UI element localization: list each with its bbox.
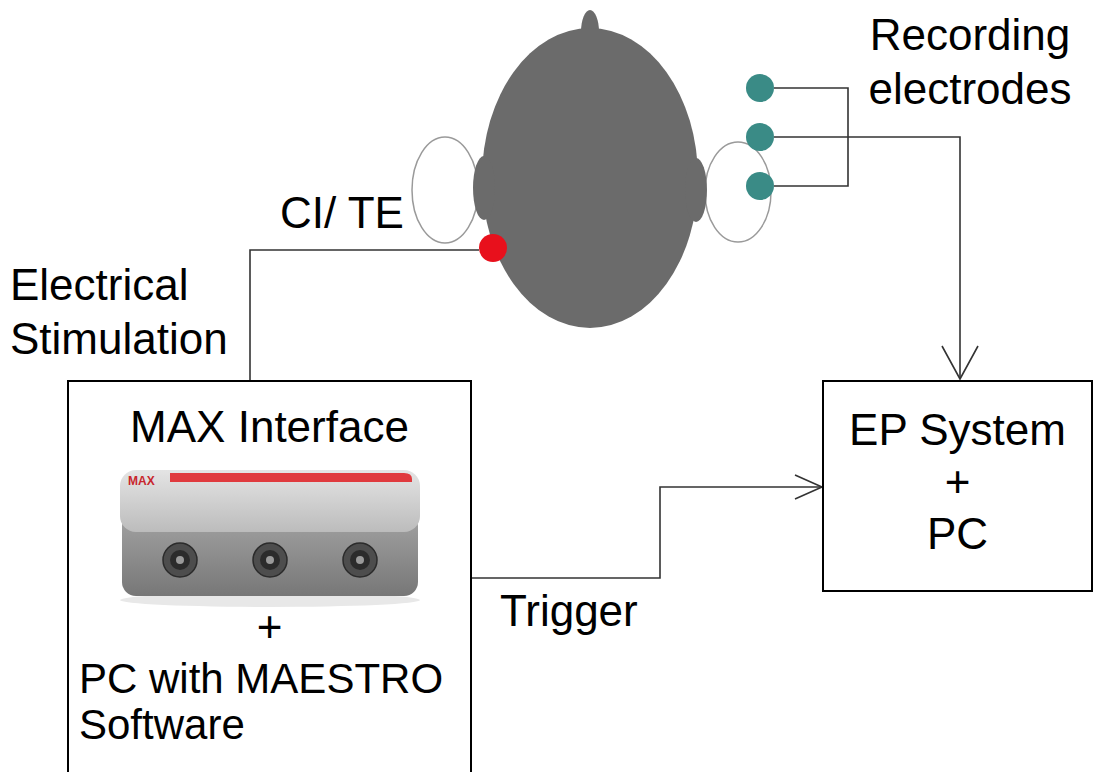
stimulation-label: Electrical Stimulation [10,258,245,366]
plus-sign: + [824,456,1091,508]
ear-root [685,158,707,222]
signal-connector [472,487,822,578]
electrode-label: Recording electrodes [848,8,1092,116]
box-heading: EP System [824,404,1091,456]
device-stripe [170,473,412,482]
stimulation-wire [250,250,479,380]
recording-electrode [746,74,774,102]
recording-electrode [746,123,774,151]
device-top [120,470,420,532]
system-box: EP System+PC [822,380,1093,592]
device-connector [343,543,377,577]
device-connector [253,543,287,577]
implant-label-box: CI/ TE [280,188,420,238]
wires [250,88,978,380]
electrode-wire [774,137,960,379]
connector-label: Trigger [500,586,638,636]
ear-root [473,156,495,220]
stimulation-label-box: Electrical Stimulation [10,258,245,366]
device-logo: MAX [128,474,168,488]
interface-box: MAX Interface +PC with MAESTRO Software [67,380,472,772]
box-text: PC with MAESTRO Software [69,656,470,748]
max-device [120,470,420,607]
stimulation-electrode [479,234,507,262]
box-heading: MAX Interface [69,402,470,452]
head [482,28,698,328]
device-logo-box: MAX [128,474,168,488]
box-text: PC [824,508,1091,560]
implant-label: CI/ TE [280,188,420,238]
head-figure [412,10,771,328]
left-ear [412,137,478,243]
arrow-head [942,346,978,379]
connector-label-box: Trigger [500,586,670,636]
device-connector [163,543,197,577]
electrode-label-box: Recording electrodes [848,8,1092,116]
recording-electrode [746,172,774,200]
plus-sign: + [69,602,470,652]
